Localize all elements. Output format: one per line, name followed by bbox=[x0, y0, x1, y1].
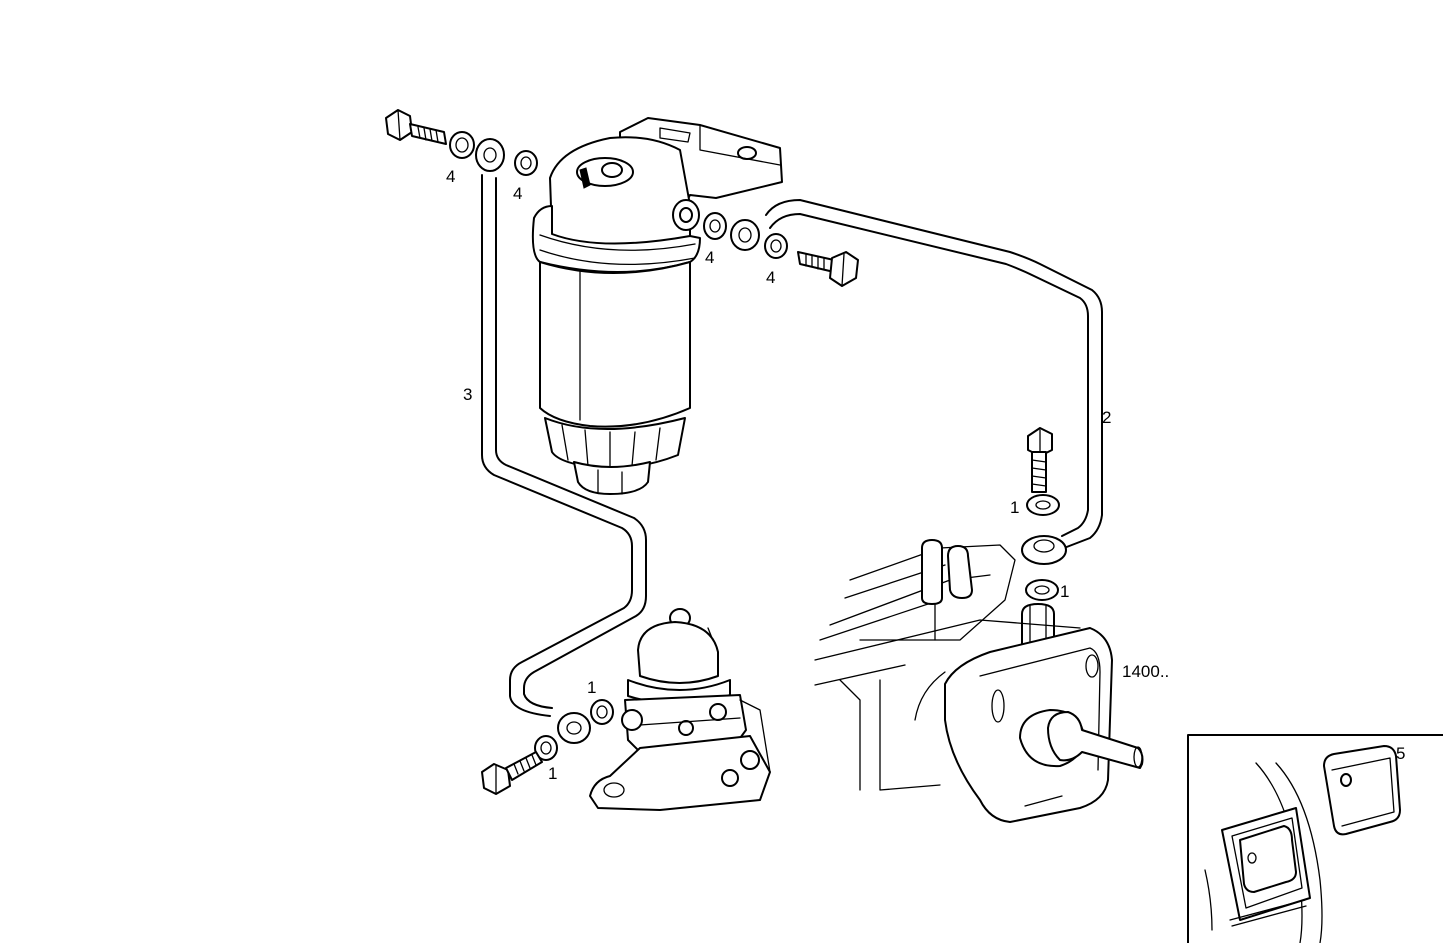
banjo-fitting-filter-right bbox=[730, 219, 760, 251]
callout-3-pipe-return: 3 bbox=[463, 385, 472, 404]
callout-1-washer-injection-bottom: 1 bbox=[1060, 582, 1069, 601]
callout-injection-pump-reference: 1400.. bbox=[1122, 662, 1169, 681]
inset-detail bbox=[1187, 734, 1443, 943]
banjo-fitting-injection-pump bbox=[1021, 535, 1067, 565]
callout-4-washer-filter-right: 4 bbox=[705, 248, 714, 267]
banjo-fitting-lift-pump bbox=[557, 712, 591, 744]
banjo-bolt-top-left bbox=[385, 109, 447, 145]
banjo-fitting-top bbox=[475, 138, 505, 172]
callout-4-washer-top-left: 4 bbox=[446, 167, 455, 186]
filter-head bbox=[549, 136, 691, 251]
banjo-bolt-injection-pump bbox=[1027, 427, 1053, 493]
filter-canister bbox=[539, 261, 691, 428]
fuel-filter-assembly bbox=[531, 117, 783, 495]
filter-bowl bbox=[544, 417, 686, 470]
callout-1-washer-lift-top: 1 bbox=[587, 678, 596, 697]
washer-lift-pump-top bbox=[590, 699, 614, 725]
washer-injection-pump-top bbox=[1026, 494, 1060, 516]
callout-2-pipe-supply: 2 bbox=[1102, 408, 1111, 427]
banjo-bolt-filter-right bbox=[797, 251, 859, 287]
washer-filter-right bbox=[703, 212, 727, 240]
callout-1-washer-lift-bottom: 1 bbox=[548, 764, 557, 783]
callout-5-inset-cover: 5 bbox=[1396, 744, 1405, 763]
washer-top-mid bbox=[514, 150, 538, 176]
callout-4-washer-top-mid: 4 bbox=[513, 184, 522, 203]
callout-4-washer-filter-bolt: 4 bbox=[766, 268, 775, 287]
injection-pump bbox=[814, 539, 1144, 823]
washer-lift-pump-bottom bbox=[534, 735, 558, 761]
fuel-pipe-3 bbox=[481, 174, 647, 717]
lift-pump-mounting-base bbox=[589, 735, 771, 811]
washer-injection-pump-bottom bbox=[1025, 579, 1059, 601]
fuel-lift-pump bbox=[589, 608, 771, 811]
callout-1-washer-injection-top: 1 bbox=[1010, 498, 1019, 517]
filter-drain-cap bbox=[573, 461, 651, 495]
washer-top-left bbox=[449, 131, 475, 159]
washer-filter-bolt bbox=[764, 233, 788, 259]
banjo-bolt-lift-pump bbox=[481, 751, 543, 795]
fuel-pipe-2 bbox=[765, 199, 1103, 549]
